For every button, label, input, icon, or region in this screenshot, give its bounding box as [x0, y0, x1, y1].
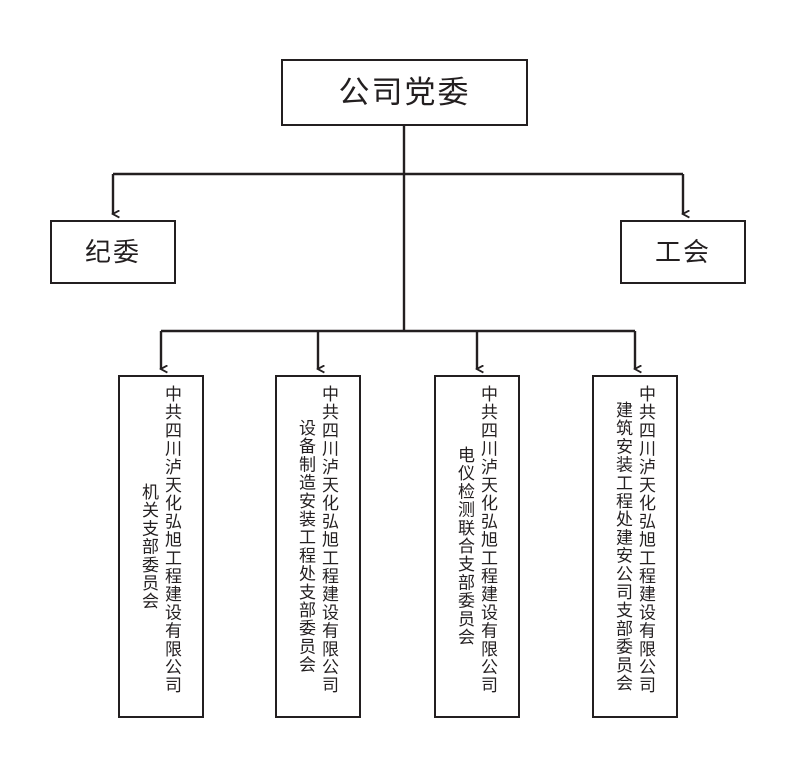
- node-label-branch-4-company: 中共四川泸天化弘旭工程建设有限公司: [636, 385, 655, 695]
- node-label-branch-2-company: 中共四川泸天化弘旭工程建设有限公司: [319, 385, 338, 695]
- node-labor-union[interactable]: 工会: [620, 220, 746, 284]
- vertical-text-wrap: 中共四川泸天化弘旭工程建设有限公司 设备制造安装工程处支部委员会: [277, 385, 359, 708]
- node-label-branch-4-name: 建筑安装工程处建安公司支部委员会: [613, 400, 632, 693]
- node-label-discipline-commission: 纪委: [84, 237, 141, 267]
- node-branch-instrument-testing[interactable]: 中共四川泸天化弘旭工程建设有限公司 电仪检测联合支部委员会: [434, 375, 520, 718]
- node-label-branch-1-name: 机关支部委员会: [139, 482, 158, 611]
- node-label-branch-2-name: 设备制造安装工程处支部委员会: [296, 419, 315, 674]
- node-label-root: 公司党委: [338, 75, 471, 110]
- node-label-branch-1-company: 中共四川泸天化弘旭工程建设有限公司: [162, 385, 181, 695]
- node-label-branch-3-name: 电仪检测联合支部委员会: [455, 446, 474, 647]
- vertical-text-wrap: 中共四川泸天化弘旭工程建设有限公司 建筑安装工程处建安公司支部委员会: [594, 385, 676, 708]
- node-discipline-commission[interactable]: 纪委: [50, 220, 176, 284]
- vertical-text-wrap: 中共四川泸天化弘旭工程建设有限公司 电仪检测联合支部委员会: [436, 385, 518, 708]
- node-branch-office[interactable]: 中共四川泸天化弘旭工程建设有限公司 机关支部委员会: [118, 375, 204, 718]
- node-label-branch-3-company: 中共四川泸天化弘旭工程建设有限公司: [478, 385, 497, 695]
- vertical-text-wrap: 中共四川泸天化弘旭工程建设有限公司 机关支部委员会: [120, 385, 202, 708]
- node-label-labor-union: 工会: [654, 237, 711, 267]
- node-branch-equipment-manufacturing[interactable]: 中共四川泸天化弘旭工程建设有限公司 设备制造安装工程处支部委员会: [275, 375, 361, 718]
- node-company-party-committee[interactable]: 公司党委: [281, 59, 528, 126]
- node-branch-construction-installation[interactable]: 中共四川泸天化弘旭工程建设有限公司 建筑安装工程处建安公司支部委员会: [592, 375, 678, 718]
